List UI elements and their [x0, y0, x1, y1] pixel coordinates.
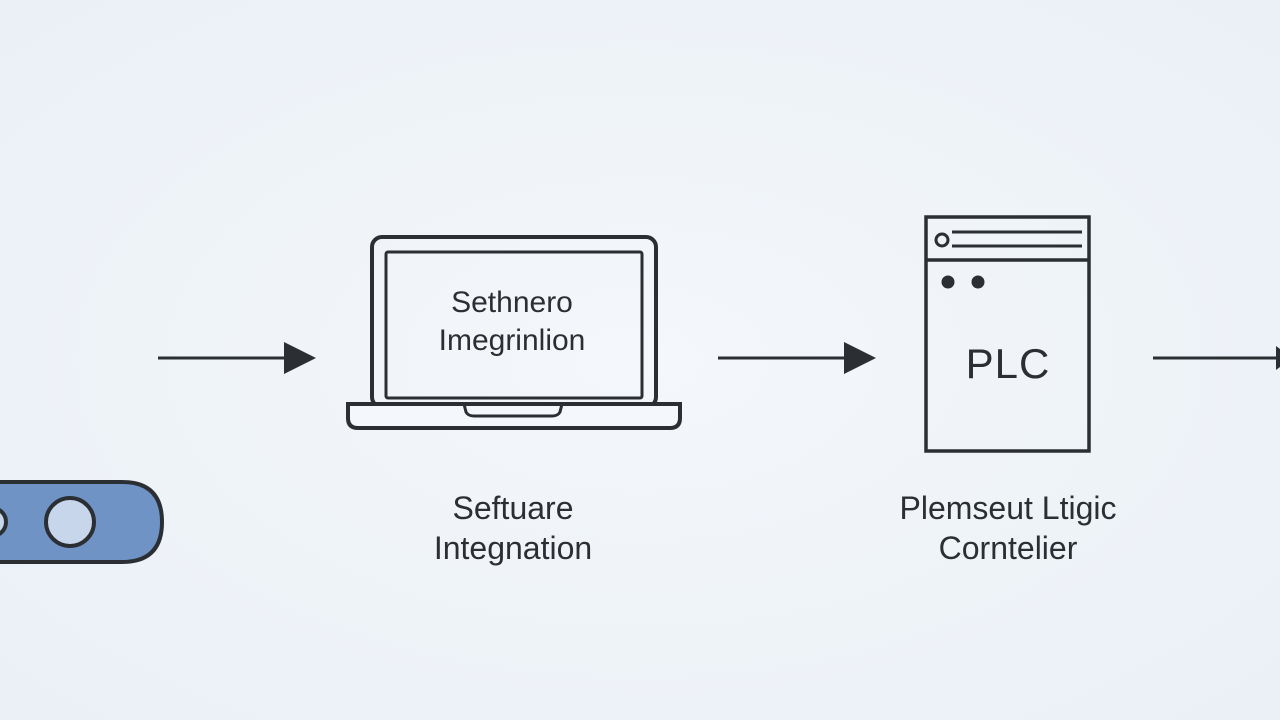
arrow-to-software — [158, 342, 316, 374]
plc-caption-line-1: Plemseut Ltigic — [899, 490, 1117, 526]
plc-caption-line-2: Corntelier — [938, 530, 1078, 566]
plc-caption: Plemseut Ltigic Corntelier — [850, 488, 1166, 568]
software-caption: Seftuare Integnation — [380, 488, 646, 568]
laptop-icon — [346, 235, 682, 430]
screen-line-1: Sethnero — [451, 286, 573, 319]
plc-label: PLC — [965, 340, 1051, 387]
plc-device-icon — [924, 215, 1091, 453]
screen-line-2: Imegrinlion — [438, 323, 586, 357]
arrow-outgoing — [1153, 346, 1280, 370]
sensor-bar-icon — [0, 480, 165, 564]
arrow-to-plc — [718, 342, 876, 374]
laptop-screen-text: Sethnero Imegrinlion — [392, 284, 632, 359]
software-caption-line-2: Integnation — [433, 530, 593, 566]
software-caption-line-1: Seftuare — [452, 490, 574, 526]
